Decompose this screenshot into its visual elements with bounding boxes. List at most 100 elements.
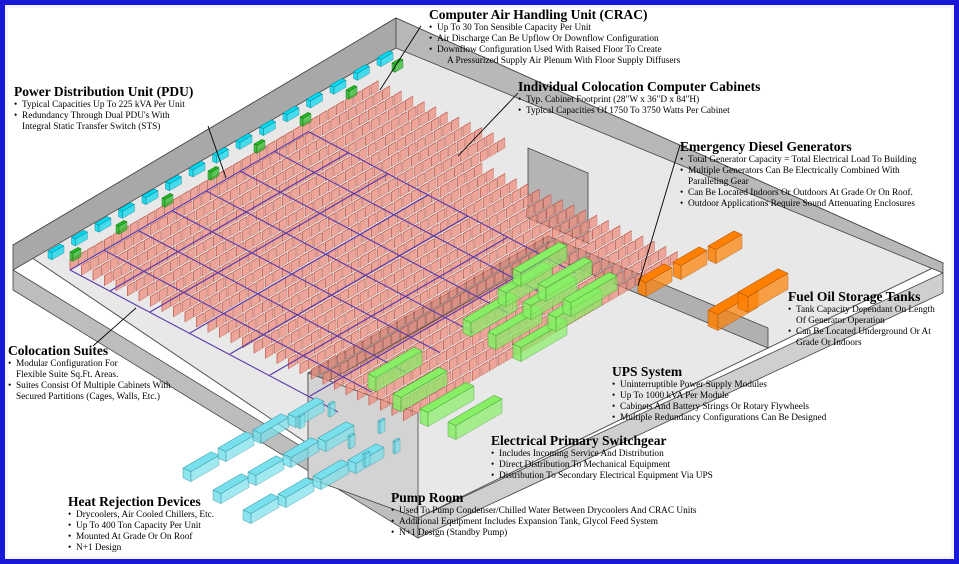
cabinet bbox=[371, 187, 379, 203]
cabinet bbox=[279, 252, 288, 268]
cabinet bbox=[302, 191, 311, 207]
cabinets-bullet-1: Typ. Cabinet Footprint (28"W x 36"D x 84… bbox=[518, 95, 760, 106]
cabinet bbox=[181, 261, 190, 277]
ups-bullet-1: Uninterruptible Power Supply Modules bbox=[612, 380, 826, 391]
cabinet bbox=[405, 273, 414, 290]
cabinet bbox=[201, 190, 210, 206]
cabinet bbox=[603, 230, 612, 246]
cabinet bbox=[618, 281, 627, 297]
cabinet bbox=[356, 136, 365, 152]
cabinet bbox=[132, 230, 141, 246]
cabinet bbox=[239, 287, 248, 303]
leader-suites bbox=[92, 307, 137, 347]
cabinet bbox=[276, 206, 285, 222]
cabinet bbox=[399, 146, 408, 162]
cabinet bbox=[431, 187, 440, 203]
cabinet bbox=[276, 170, 285, 187]
crac-bullet-4: A Pressurized Supply Air Plenum With Flo… bbox=[447, 56, 681, 66]
cabinet bbox=[454, 269, 463, 285]
fuel-callout: Fuel Oil Storage Tanks Tank Capacity Dep… bbox=[788, 289, 935, 349]
cabinet bbox=[325, 344, 334, 360]
cabinet bbox=[115, 240, 124, 256]
cabinet bbox=[405, 309, 414, 325]
cabinet bbox=[403, 406, 412, 422]
cabinet bbox=[173, 230, 181, 247]
cabinet bbox=[374, 339, 383, 355]
cabinet bbox=[367, 105, 376, 121]
cabinet bbox=[445, 238, 454, 254]
cabinet bbox=[414, 162, 422, 178]
cabinet bbox=[385, 309, 394, 325]
cabinet bbox=[325, 237, 334, 253]
cabinet bbox=[287, 247, 296, 263]
cabinet bbox=[460, 289, 469, 305]
cabinet bbox=[414, 268, 423, 285]
cage-line bbox=[269, 236, 509, 376]
cabinet bbox=[345, 380, 354, 396]
cabinet bbox=[376, 136, 385, 152]
cabinet bbox=[431, 152, 440, 168]
cabinet bbox=[104, 270, 113, 287]
cabinet bbox=[396, 136, 405, 152]
cabinet bbox=[385, 95, 394, 111]
cabinet bbox=[299, 145, 308, 161]
cabinet bbox=[497, 208, 506, 224]
cabinet bbox=[420, 360, 429, 376]
cabinet bbox=[161, 225, 170, 241]
cabinet bbox=[632, 260, 641, 277]
drycooler bbox=[242, 493, 280, 525]
pump-equipment bbox=[297, 400, 401, 468]
cabinet bbox=[330, 115, 339, 131]
cabinet bbox=[325, 308, 334, 324]
cabinet bbox=[313, 125, 322, 141]
cabinets-bullet-2: Typical Capacities Of 1750 To 3750 Watts… bbox=[518, 106, 760, 117]
pump-bullet-2: Additional Equipment Includes Expansion … bbox=[391, 517, 697, 528]
cabinet bbox=[368, 248, 377, 264]
ups-title: UPS System bbox=[612, 364, 683, 379]
cabinet bbox=[316, 278, 325, 294]
cabinet bbox=[500, 218, 509, 235]
cabinet bbox=[463, 371, 472, 387]
cabinet bbox=[436, 136, 445, 153]
pdu-unit bbox=[345, 85, 358, 100]
cabinet bbox=[150, 256, 159, 272]
cabinet bbox=[465, 238, 474, 255]
generators-bullet-3: Paralleling Gear bbox=[688, 177, 749, 187]
cabinet bbox=[466, 274, 474, 290]
cabinet bbox=[365, 273, 374, 289]
cabinet bbox=[500, 183, 509, 199]
crac-title: Computer Air Handling Unit (CRAC) bbox=[429, 7, 648, 22]
cabinet bbox=[420, 253, 428, 269]
cabinet bbox=[319, 110, 328, 126]
cabinet bbox=[382, 334, 391, 350]
drycooler bbox=[247, 455, 285, 487]
cabinet bbox=[580, 219, 589, 235]
cabinet bbox=[382, 192, 391, 208]
cabinet bbox=[302, 227, 311, 243]
cabinet bbox=[497, 173, 506, 189]
cabinet bbox=[488, 213, 497, 229]
fuel-bullet-3: Can Be Located Underground Or At bbox=[788, 327, 935, 338]
cabinet bbox=[419, 111, 428, 127]
cabinet bbox=[230, 256, 239, 273]
cabinet bbox=[158, 215, 167, 231]
cabinet bbox=[347, 141, 356, 157]
cabinet bbox=[305, 201, 313, 217]
cabinet bbox=[391, 187, 400, 203]
fuel-bullet-4: Grade Or Indoors bbox=[796, 338, 862, 348]
cabinet bbox=[238, 180, 247, 196]
cabinet bbox=[250, 185, 259, 202]
cabinet bbox=[302, 298, 311, 314]
cabinet bbox=[370, 80, 379, 96]
cabinet bbox=[339, 181, 348, 197]
cabinet bbox=[485, 132, 494, 148]
pump-title: Pump Room bbox=[391, 490, 464, 505]
cabinet bbox=[434, 304, 443, 320]
switchgear-bullet-2: Direct Distribution To Mechanical Equipm… bbox=[491, 460, 713, 471]
cabinet bbox=[520, 183, 529, 199]
cabinet bbox=[500, 254, 509, 270]
cabinet bbox=[439, 182, 448, 198]
cabinet bbox=[296, 206, 305, 222]
cabinet bbox=[506, 203, 514, 219]
cabinet bbox=[342, 120, 351, 136]
